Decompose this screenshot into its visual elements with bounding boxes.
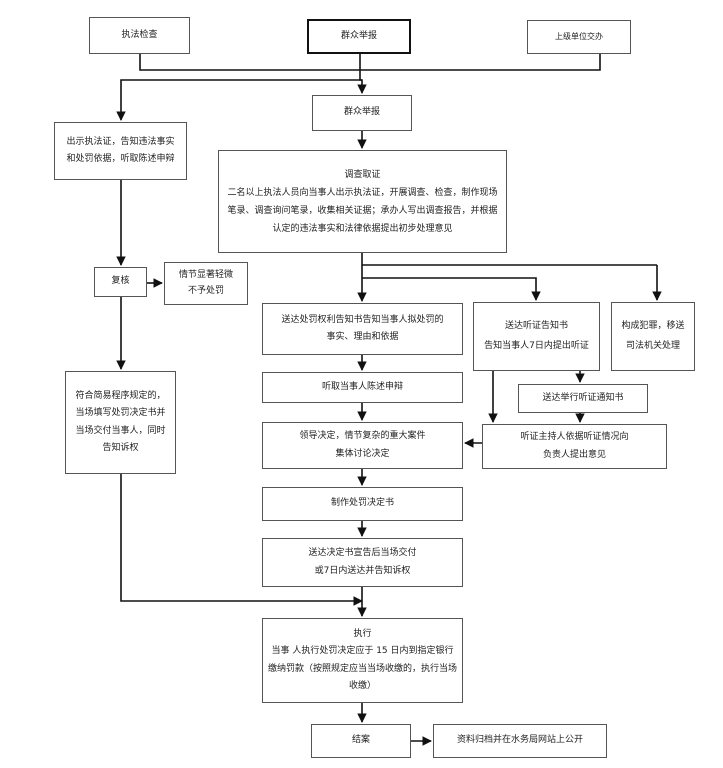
- box-leader-decision: 领导决定，情节复杂的重大案件 集体讨论决定: [262, 422, 463, 469]
- box-hearing-opinion: 听证主持人依据听证情况向 负责人提出意见: [482, 424, 667, 469]
- box-deliver-decision: 送达决定书宣告后当场交付 或7日内送达并告知诉权: [262, 538, 463, 587]
- box-archive: 资料归档并在水务局网站上公开: [433, 724, 607, 758]
- box-execution: 执行 当事 人执行处罚决定应于 15 日内到指定银行 缴纳罚款（按照规定应当当场…: [262, 618, 463, 703]
- box-hearing-hold-notice: 送达举行听证通知书: [518, 384, 648, 413]
- arrow-simple-to-execution: [120, 474, 363, 606]
- box-hearing-notice: 送达听证告知书 告知当事人7日内提出听证: [473, 302, 600, 371]
- box-show-certificate: 出示执法证，告知违法事实 和处罚依据，听取陈述申辩: [54, 122, 187, 180]
- box-investigation: 调查取证 二名以上执法人员向当事人出示执法证，开展调查、检查，制作现场 笔录、调…: [218, 150, 507, 253]
- box-public-report-top: 群众举报: [307, 19, 411, 54]
- box-inspection: 执法检查: [89, 17, 190, 54]
- connector-inspection: [139, 54, 601, 71]
- box-penalty-notice: 送达处罚权利告知书告知当事人拟处罚的 事实、理由和依据: [262, 303, 463, 355]
- arrow-to-show-certificate: [116, 79, 362, 121]
- box-public-report: 群众举报: [312, 95, 412, 131]
- box-listen-defense: 听取当事人陈述申辩: [262, 372, 463, 403]
- box-review: 复核: [94, 267, 147, 297]
- box-make-decision: 制作处罚决定书: [262, 487, 463, 521]
- box-minor-no-penalty: 情节显著轻微 不予处罚: [164, 262, 248, 305]
- arrow-to-hearing-notice: [362, 277, 541, 301]
- box-transfer-judicial: 构成犯罪，移送 司法机关处理: [611, 302, 695, 371]
- box-close-case: 结案: [311, 724, 411, 758]
- box-superior-transfer: 上级单位交办: [527, 20, 631, 54]
- box-simple-procedure: 符合简易程序规定的， 当场填写处罚决定书并 当场交付当事人，同时 告知诉权: [65, 371, 176, 474]
- arrow-merge-to-report: [357, 70, 367, 94]
